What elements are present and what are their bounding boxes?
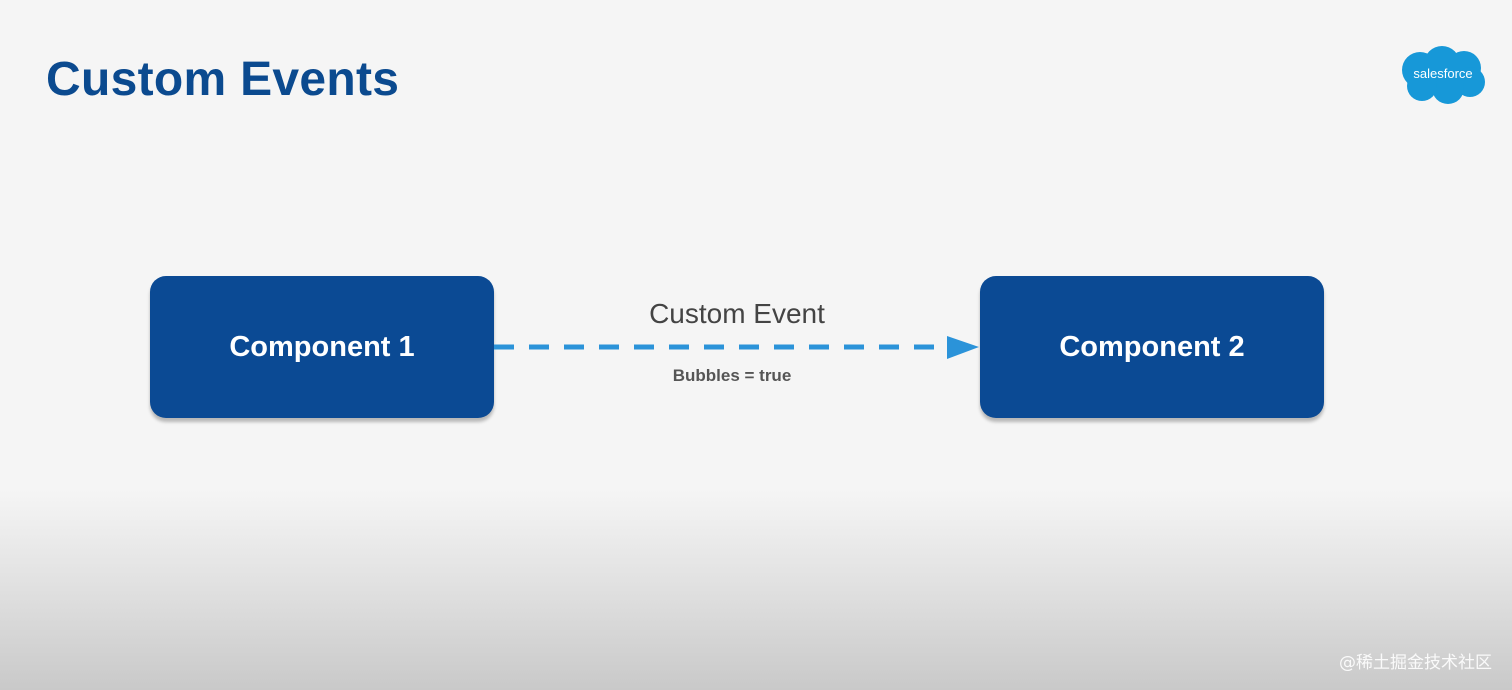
dashed-arrow: [494, 336, 979, 359]
component-1-box: Component 1: [150, 276, 494, 418]
event-label: Custom Event: [649, 298, 825, 329]
slide-title: Custom Events: [46, 53, 400, 106]
arrow-head-icon: [947, 336, 979, 359]
event-detail: Bubbles = true: [672, 366, 792, 385]
component-1-label: Component 1: [229, 330, 415, 363]
svg-text:salesforce: salesforce: [1413, 66, 1472, 81]
salesforce-logo: salesforce: [1402, 46, 1485, 104]
watermark: @稀土掘金技术社区: [1339, 653, 1492, 673]
component-2-box: Component 2: [980, 276, 1324, 418]
component-2-label: Component 2: [1059, 330, 1245, 363]
